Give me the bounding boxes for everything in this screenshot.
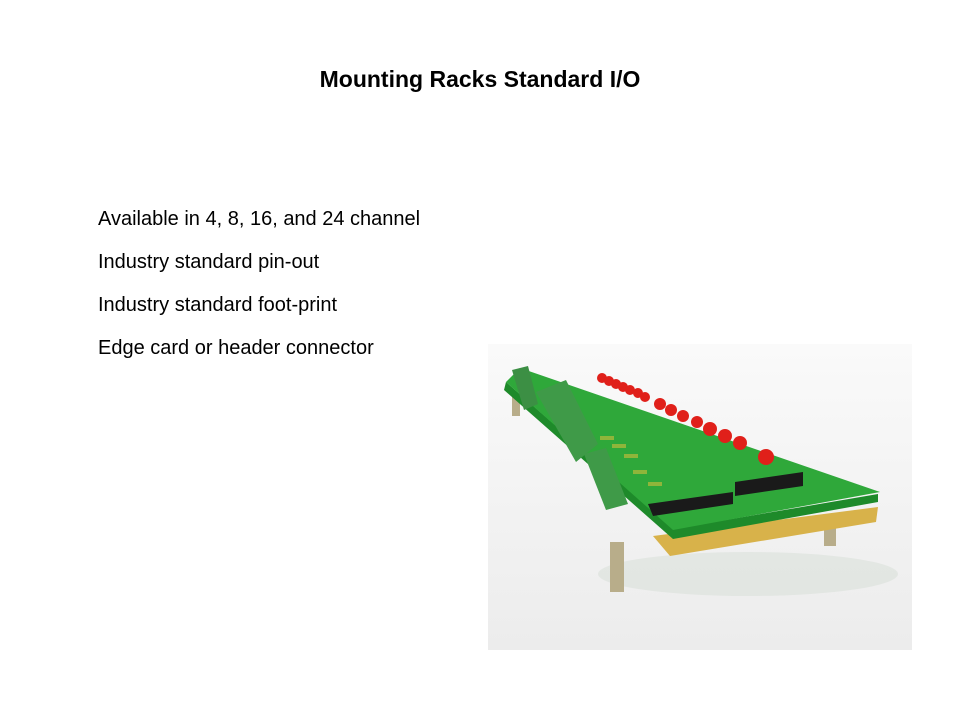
slide-title: Mounting Racks Standard I/O [319, 66, 641, 92]
bullet-item: Industry standard pin-out [98, 251, 320, 273]
terminal-block [512, 366, 538, 410]
bullet-item: Industry standard foot-print [98, 294, 338, 316]
edge-connector [653, 507, 878, 556]
bullet-item: Edge card or header connector [98, 337, 374, 359]
terminal-block [584, 448, 628, 510]
mounting-rack-photo [488, 344, 912, 650]
header-connector [648, 492, 733, 516]
resistors [600, 436, 662, 486]
pcb-board [506, 368, 880, 530]
led-row [597, 373, 774, 465]
terminal-block [536, 380, 598, 462]
board-illustration [488, 344, 912, 650]
standoff [610, 542, 624, 592]
standoff [512, 394, 520, 416]
bullet-list: Available in 4, 8, 16, and 24 channel In… [98, 205, 420, 377]
bullet-item: Available in 4, 8, 16, and 24 channel [98, 208, 421, 230]
header-connector [735, 472, 803, 496]
